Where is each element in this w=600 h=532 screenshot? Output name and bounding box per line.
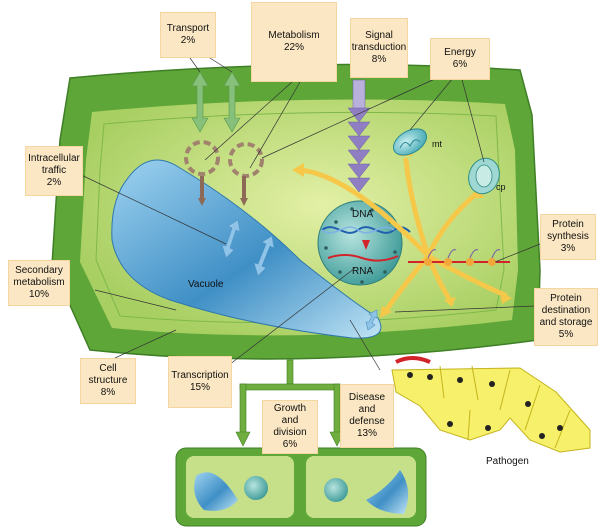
intracellular-traffic-arrows [221, 219, 378, 331]
leader-lines [74, 57, 541, 371]
label-growth-division: Growth and division 6% [262, 400, 318, 454]
label-protein-destination: Protein destination and storage 5% [534, 288, 598, 346]
vacuole-label: Vacuole [188, 279, 224, 290]
daughter-cells [175, 447, 427, 527]
label-transcription: Transcription 15% [168, 356, 232, 408]
label-transport: Transport 2% [160, 12, 216, 58]
dna-label: DNA [352, 209, 373, 220]
rna-label: RNA [352, 266, 373, 277]
chloroplast-label: cp [496, 182, 506, 192]
label-protein-synthesis: Protein synthesis 3% [540, 214, 596, 260]
vacuole [111, 159, 382, 339]
dna-helix-strand [321, 226, 395, 234]
label-signal-transduction: Signal transduction 8% [350, 18, 408, 78]
label-intracellular-traffic: Intracellular traffic 2% [25, 146, 83, 196]
rna-strand [327, 254, 399, 262]
chloroplast [468, 157, 500, 195]
mitochondrion-label: mt [432, 139, 442, 149]
label-cell-structure: Cell structure 8% [80, 358, 136, 404]
label-metabolism: Metabolism 22% [251, 2, 337, 82]
nucleus [317, 200, 403, 286]
transport-arrows [191, 71, 241, 133]
energy-arrows [297, 157, 508, 315]
pathogen-label: Pathogen [486, 456, 529, 467]
label-secondary-metabolism: Secondary metabolism 10% [8, 260, 70, 306]
label-disease-defense: Disease and defense 13% [340, 384, 394, 448]
pathogen [391, 367, 591, 453]
protein-synthesis-chain [408, 249, 510, 266]
metabolism-arrowheads [198, 176, 248, 206]
label-energy: Energy 6% [430, 38, 490, 80]
transcription-arrow [362, 240, 370, 250]
pathogen-nuclei [407, 372, 563, 439]
plasma-membrane [95, 111, 505, 324]
signal-transduction-arrows [347, 79, 371, 193]
mitochondrion [392, 128, 428, 156]
pathogen-infection-site [395, 356, 431, 364]
